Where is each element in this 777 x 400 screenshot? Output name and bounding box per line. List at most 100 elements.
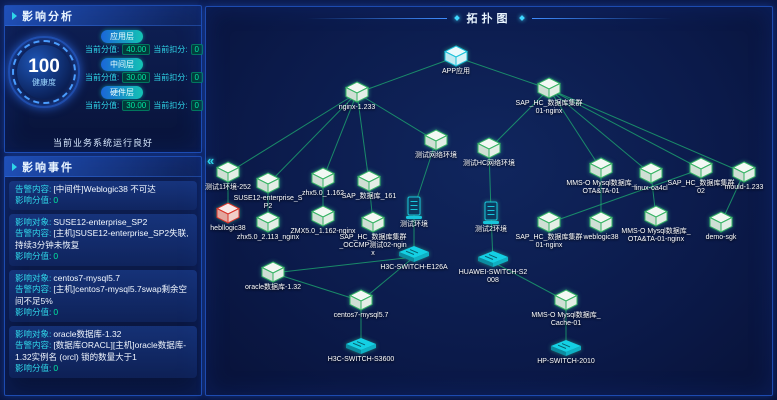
gauge-outer-ring <box>8 36 80 108</box>
node-label: nginx-1.233 <box>338 104 376 111</box>
node-label: centos7-mysql5.7 <box>333 312 389 319</box>
topology-title: 拓扑图 <box>466 13 512 25</box>
event-field-label: 告警内容: <box>15 184 52 194</box>
server-icon <box>482 201 500 225</box>
event-field-value: 0 <box>53 195 59 206</box>
topology-node-sapclu02[interactable]: SAP_HC_数据库集群02 <box>666 157 736 196</box>
cube-icon <box>536 77 562 99</box>
event-field-label: 影响对象: <box>15 272 52 283</box>
node-label: hebllogic38 <box>210 225 246 232</box>
node-label: SAP_HC_数据库集群01-nginx <box>515 100 583 116</box>
topology-node-zhx162[interactable]: zhx5.0_1.162 <box>288 167 358 198</box>
cube-icon <box>255 172 281 194</box>
cube-icon <box>310 167 336 189</box>
event-field-value: 0 <box>53 251 59 262</box>
topology-node-sapdb161[interactable]: SAP_数据库_161 <box>334 170 404 201</box>
topology-node-demosgk[interactable]: demo-sgk <box>686 211 756 242</box>
header-line-right <box>531 17 672 19</box>
topology-node-zhx113[interactable]: zhx5.0_2.113_nginx <box>233 211 303 242</box>
topology-node-swS3600[interactable]: H3C-SWITCH-S3600 <box>326 337 396 364</box>
node-label: SAP_HC_数据库集群_OCCMP测试02-nginx <box>339 234 407 258</box>
gauge-dashed-ring <box>12 40 76 104</box>
cube-icon <box>423 129 449 151</box>
node-label: MMS-O Mysql数据库_OTA&TA-01 <box>566 180 636 196</box>
topology-node-swE126A[interactable]: H3C-SWITCH-E126A <box>379 245 449 272</box>
layer-name-chip[interactable]: 硬件层 <box>101 86 143 99</box>
score-value: 30.00 <box>122 72 151 83</box>
header-diamond-icon <box>518 15 525 21</box>
topology-node-suse12[interactable]: SUSE12-enterprise_SP2 <box>233 172 303 211</box>
node-label: zhx5.0_2.113_nginx <box>236 234 300 241</box>
node-label: 测试网络环境 <box>415 152 457 159</box>
event-line: 影响分值:0 <box>15 307 191 318</box>
event-field-label: 影响分值: <box>15 195 52 206</box>
node-label: 测试2环境 <box>475 226 507 233</box>
node-label: demo-sgk <box>705 234 737 241</box>
layer-section: 硬件层 当前分值: 30.00 当前扣分: 0 <box>85 86 203 111</box>
topology-node-sap01b[interactable]: SAP_HC_数据库集群01-nginx <box>514 211 584 250</box>
node-label: 测试1环境-252 <box>205 184 251 191</box>
node-label: 测试HC网络环境 <box>462 160 516 167</box>
cube-icon <box>638 162 664 184</box>
node-label: SAP_HC_数据库集群02 <box>667 180 735 196</box>
topology-node-nginx233[interactable]: nginx-1.233 <box>322 81 392 112</box>
collapse-arrow[interactable]: « <box>207 153 215 168</box>
deduct-label: 当前扣分: <box>153 73 188 82</box>
topology-node-oracle132[interactable]: oracle数据库-1.32 <box>238 261 308 292</box>
event-line: 告警内容:[主机]SUSE12-enterprise_SP2失联,持续3分钟未恢… <box>15 228 191 251</box>
topology-node-mid2[interactable]: 测试HC网络环境 <box>454 137 524 168</box>
event-line: 影响分值:0 <box>15 251 191 262</box>
cube-icon <box>731 161 757 183</box>
topology-node-centos7[interactable]: centos7-mysql5.7 <box>326 289 396 320</box>
deduct-label: 当前扣分: <box>153 101 188 110</box>
topology-node-mmsota[interactable]: MMS-O Mysql数据库_OTA&TA-01 <box>566 157 636 196</box>
event-card[interactable]: 告警内容:[中间件]Weblogic38 不可达影响分值:0 <box>9 181 197 210</box>
topology-node-mmsnginx[interactable]: MMS-O Mysql数据库_OTA&TA-01-nginx <box>621 205 691 244</box>
node-label: H3C-SWITCH-E126A <box>380 264 448 271</box>
deduct-value: 0 <box>190 72 203 83</box>
topology-node-weblogic38[interactable]: weblogic38 <box>566 211 636 242</box>
topology-node-occmp02[interactable]: SAP_HC_数据库集群_OCCMP测试02-nginx <box>338 211 408 258</box>
topology-node-heblog[interactable]: hebllogic38 <box>193 202 263 233</box>
topology-node-mmscache[interactable]: MMS-O Mysql数据库_Cache-01 <box>531 289 601 328</box>
topology-node-linuxoa[interactable]: linux-oa4cl <box>616 162 686 193</box>
layer-name-chip[interactable]: 应用层 <box>101 30 143 43</box>
impact-analysis-body: 100 健康度 应用层 当前分值: 40.00 当前扣分: 0 中间层 当前分值… <box>5 26 203 111</box>
cube-icon <box>708 211 734 233</box>
node-label: H3C-SWITCH-S3600 <box>327 356 395 363</box>
cube-icon <box>344 81 370 103</box>
layer-list: 应用层 当前分值: 40.00 当前扣分: 0 中间层 当前分值: 30.00 … <box>80 30 203 111</box>
impact-events-header: 影响事件 <box>5 157 201 177</box>
topology-node-sap01[interactable]: SAP_HC_数据库集群01-nginx <box>514 77 584 116</box>
event-field-value: oracle数据库-1.32 <box>53 328 122 339</box>
topology-node-hp2010[interactable]: HP-SWITCH-2010 <box>531 339 601 366</box>
deduct-value: 0 <box>190 44 203 55</box>
header-arrow-icon <box>12 162 17 171</box>
topology-node-swS2008[interactable]: HUAWEI-SWITCH-S2008 <box>458 250 528 285</box>
impact-analysis-title: 影响分析 <box>22 10 74 23</box>
layer-name-chip[interactable]: 中间层 <box>101 58 143 71</box>
topology-node-testenv[interactable]: 测试环境 <box>379 196 449 229</box>
event-field-value: centos7-mysql5.7 <box>53 272 120 283</box>
impact-events-panel: 影响事件 告警内容:[中间件]Weblogic38 不可达影响分值:0 影响对象:… <box>4 156 202 396</box>
node-label: ZMX5.0_1.162-nginx <box>290 228 356 235</box>
topology-node-test252[interactable]: 测试1环境-252 <box>193 161 263 192</box>
topology-node-mould[interactable]: mould-1.233 <box>709 161 777 192</box>
topology-node-zmx162n[interactable]: ZMX5.0_1.162-nginx <box>288 205 358 236</box>
topology-node-app[interactable]: APP应用 <box>421 45 491 76</box>
topology-node-testenv2[interactable]: 测试2环境 <box>456 201 526 234</box>
cube-icon <box>310 205 336 227</box>
health-gauge: 100 健康度 <box>8 36 80 108</box>
health-score-value: 100 <box>28 55 60 77</box>
topology-node-mid1[interactable]: 测试网络环境 <box>401 129 471 160</box>
event-field-label: 告警内容: <box>15 228 52 239</box>
score-label: 当前分值: <box>85 45 120 54</box>
switch-icon <box>398 245 430 263</box>
event-list: 告警内容:[中间件]Weblogic38 不可达影响分值:0 影响对象:SUSE1… <box>5 177 201 393</box>
cube-icon <box>588 211 614 233</box>
impact-events-title: 影响事件 <box>22 161 74 174</box>
